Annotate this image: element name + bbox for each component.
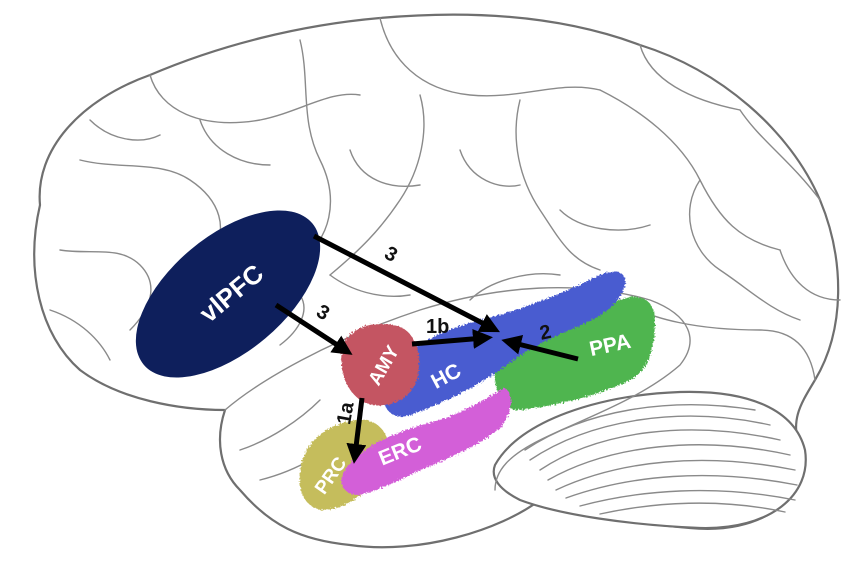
pathway-label-2: 2 bbox=[538, 321, 553, 345]
arrow-amy-to-hc bbox=[411, 328, 493, 349]
pathway-label-1b: 1b bbox=[426, 316, 449, 338]
erc-region bbox=[341, 388, 512, 495]
arrow-ppa-to-hc bbox=[501, 334, 579, 362]
amy-region bbox=[341, 323, 420, 406]
arrow-vlpfc-to-amy bbox=[274, 302, 353, 355]
arrow-vlpfc-to-hc bbox=[312, 233, 500, 333]
ppa-region bbox=[494, 296, 655, 411]
arrow-amy-to-prc bbox=[346, 397, 367, 464]
pathway-label-1a: 1a bbox=[333, 400, 359, 427]
vlpfc-region bbox=[135, 210, 321, 378]
brain-sulci bbox=[49, 17, 841, 481]
